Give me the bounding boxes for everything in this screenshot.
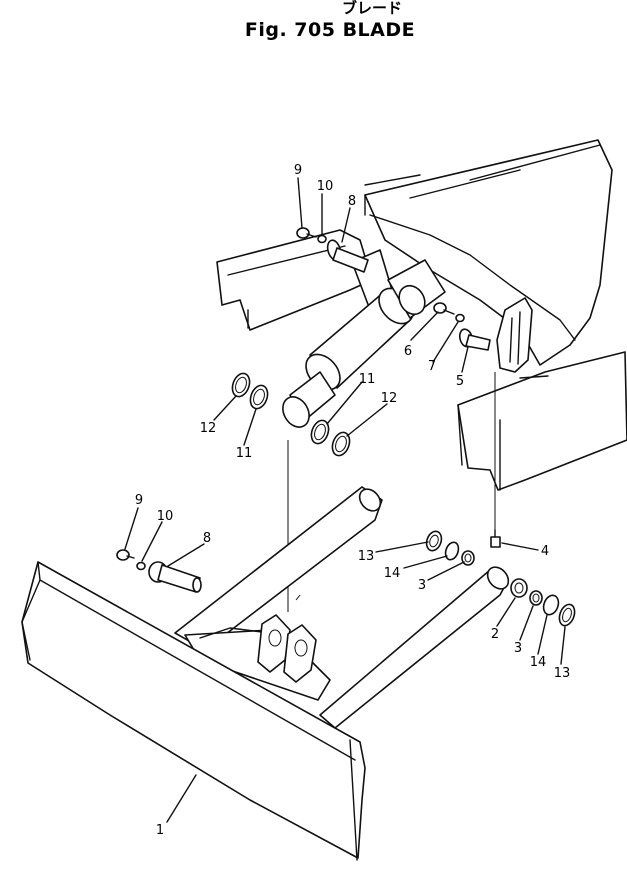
lift-cylinder xyxy=(282,249,446,428)
callout-8-lower: 8 xyxy=(203,531,211,546)
leader-lines xyxy=(124,177,566,823)
upper-hardware xyxy=(231,227,501,548)
callout-12-right: 12 xyxy=(381,391,398,406)
callout-10-upper: 10 xyxy=(317,179,334,194)
callout-13-right: 13 xyxy=(554,666,571,681)
lower-left-hardware xyxy=(116,549,202,593)
lower-right-hardware xyxy=(425,530,576,627)
callout-12-left: 12 xyxy=(200,421,217,436)
callout-1: 1 xyxy=(156,823,164,838)
callout-8-upper: 8 xyxy=(348,194,356,209)
callout-4: 4 xyxy=(541,544,549,559)
tractor-frame xyxy=(216,139,627,491)
callout-3-left: 3 xyxy=(418,578,426,593)
callout-5: 5 xyxy=(456,374,464,389)
callout-6: 6 xyxy=(404,344,412,359)
blade-assembly xyxy=(21,486,510,861)
callout-14-left: 14 xyxy=(384,566,401,581)
callout-13-left: 13 xyxy=(358,549,375,564)
callout-10-lower: 10 xyxy=(157,509,174,524)
callout-9-upper: 9 xyxy=(294,163,302,178)
callout-labels: 9 10 8 6 7 5 11 12 12 11 9 10 8 13 14 3 … xyxy=(135,163,570,838)
callout-11-right: 11 xyxy=(359,372,376,387)
callout-11-left: 11 xyxy=(236,446,253,461)
callout-2: 2 xyxy=(491,627,499,642)
callout-7: 7 xyxy=(428,359,436,374)
callout-14-right: 14 xyxy=(530,655,547,670)
callout-9-lower: 9 xyxy=(135,493,143,508)
callout-3-right: 3 xyxy=(514,641,522,656)
title-english: Fig. 705 BLADE xyxy=(245,19,415,41)
title-japanese: ブレード xyxy=(342,0,402,17)
